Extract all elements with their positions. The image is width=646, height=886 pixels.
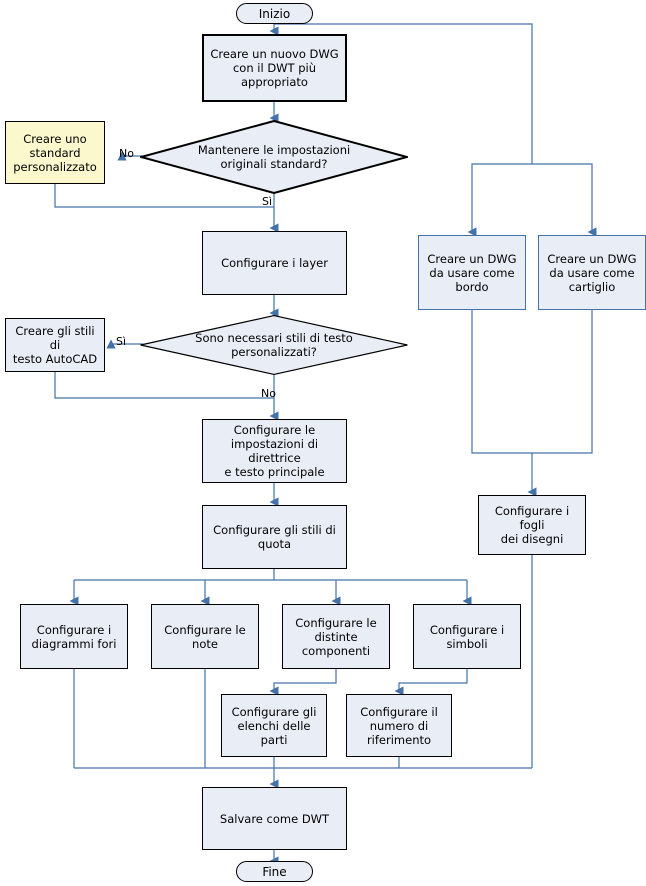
- node-create-border-dwg[interactable]: Creare un DWG da usare come bordo: [418, 235, 526, 310]
- node-configure-dimension-styles[interactable]: Configurare gli stili di quota: [202, 505, 347, 569]
- node-keep-standard-settings[interactable]: Mantenere le impostazioni originali stan…: [140, 120, 408, 194]
- node-create-custom-standard-label: Creare uno standard personalizzato: [13, 131, 97, 174]
- node-configure-notes-label: Configurare le note: [164, 622, 246, 651]
- decision-shape: [140, 315, 408, 375]
- node-start-label: Inizio: [258, 6, 291, 21]
- node-save-as-dwt-label: Salvare come DWT: [219, 811, 330, 826]
- node-configure-balloon-number-label: Configurare il numero di riferimento: [360, 704, 438, 747]
- edge-label-keepstd-yes: Sì: [262, 195, 273, 208]
- node-start[interactable]: Inizio: [236, 3, 313, 24]
- edge-custom-std-rejoin: [54, 184, 274, 208]
- node-configure-drawing-sheets-label: Configurare i fogli dei disegni: [494, 504, 570, 546]
- node-create-new-dwg[interactable]: Creare un nuovo DWG con il DWT più appro…: [202, 34, 347, 102]
- node-create-custom-standard[interactable]: Creare uno standard personalizzato: [5, 121, 105, 184]
- node-end-label: Fine: [262, 864, 287, 879]
- node-configure-leader-and-text-label: Configurare le impostazioni di direttric…: [224, 423, 325, 479]
- node-configure-hole-charts-label: Configurare i diagrammi fori: [31, 622, 117, 651]
- edge-border-title-merge: [471, 310, 593, 454]
- node-configure-dimension-styles-label: Configurare gli stili di quota: [213, 523, 336, 551]
- node-configure-parts-lists-label: Configurare gli elenchi delle parti: [231, 704, 317, 747]
- node-create-acad-text-styles-label: Creare gli stili di testo AutoCAD: [12, 324, 98, 366]
- node-configure-leader-and-text[interactable]: Configurare le impostazioni di direttric…: [202, 419, 347, 483]
- node-configure-symbols-label: Configurare i simboli: [429, 622, 505, 651]
- node-configure-hole-charts[interactable]: Configurare i diagrammi fori: [20, 604, 128, 669]
- edge-right-to-border: [467, 163, 532, 237]
- node-configure-layers[interactable]: Configurare i layer: [202, 231, 347, 295]
- node-create-border-dwg-label: Creare un DWG da usare come bordo: [427, 251, 517, 294]
- node-save-as-dwt[interactable]: Salvare come DWT: [202, 787, 347, 850]
- edge-bom-to-partslists: [269, 669, 337, 696]
- node-create-acad-text-styles[interactable]: Creare gli stili di testo AutoCAD: [5, 318, 105, 372]
- edge-start-to-right-column: [274, 23, 533, 164]
- edge-label-textstyles-no: No: [261, 387, 276, 400]
- node-configure-layers-label: Configurare i layer: [221, 256, 328, 270]
- node-configure-bill-of-materials-label: Configurare le distinte componenti: [295, 615, 377, 658]
- node-end[interactable]: Fine: [236, 861, 313, 882]
- edge-right-to-title: [532, 163, 597, 237]
- node-custom-text-styles-needed[interactable]: Sono necessari stili di testo personaliz…: [140, 315, 408, 375]
- decision-shape: [140, 120, 408, 194]
- node-configure-notes[interactable]: Configurare le note: [151, 604, 259, 669]
- edge-symbols-to-balloon: [394, 669, 468, 696]
- node-configure-symbols[interactable]: Configurare i simboli: [413, 604, 521, 669]
- node-create-new-dwg-label: Creare un nuovo DWG con il DWT più appro…: [210, 47, 339, 89]
- node-configure-balloon-number[interactable]: Configurare il numero di riferimento: [346, 694, 452, 757]
- node-create-titleblock-dwg-label: Creare un DWG da usare come cartiglio: [547, 251, 637, 294]
- edge-label-keepstd-no: No: [119, 147, 134, 160]
- node-create-titleblock-dwg[interactable]: Creare un DWG da usare come cartiglio: [538, 235, 646, 310]
- edge-acadstyles-rejoin: [54, 372, 274, 399]
- node-configure-drawing-sheets[interactable]: Configurare i fogli dei disegni: [478, 495, 586, 555]
- edge-label-textstyles-yes: Sì: [116, 335, 127, 348]
- node-configure-bill-of-materials[interactable]: Configurare le distinte componenti: [282, 604, 390, 669]
- node-configure-parts-lists[interactable]: Configurare gli elenchi delle parti: [221, 694, 327, 757]
